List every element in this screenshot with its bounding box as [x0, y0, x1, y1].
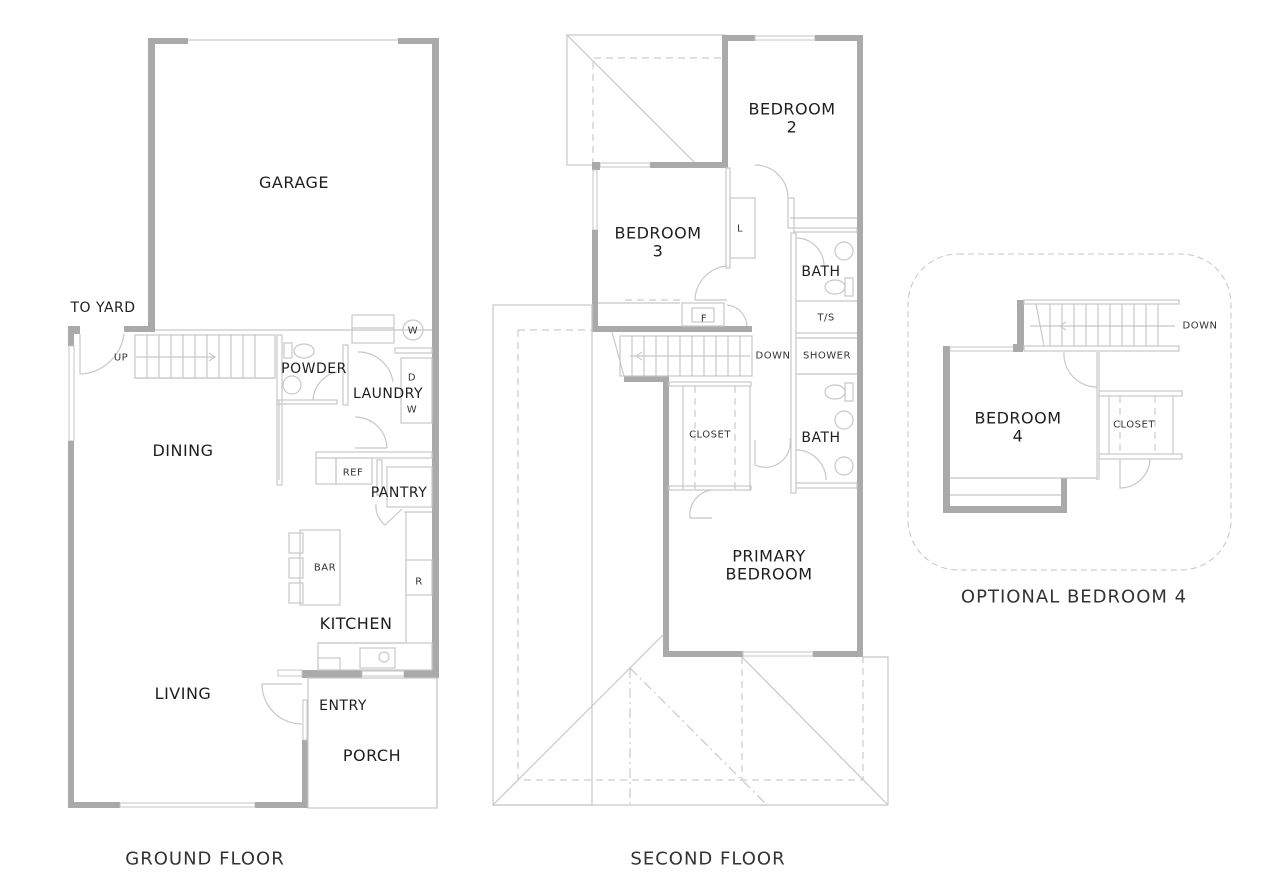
bedroom-3-line-2: 3: [652, 242, 664, 261]
primary-line-2: BEDROOM: [725, 565, 813, 584]
ground-floor-plan: [68, 38, 439, 809]
label-shower: SHOWER: [803, 350, 851, 362]
label-furnace: F: [700, 313, 708, 325]
room-label-pantry: PANTRY: [370, 484, 428, 501]
room-label-porch: PORCH: [342, 745, 402, 765]
label-washer: W: [406, 404, 418, 416]
room-label-powder: POWDER: [281, 360, 347, 377]
caption-second-floor: SECOND FLOOR: [630, 848, 786, 870]
primary-line-1: PRIMARY: [732, 546, 806, 566]
stairs-up-label: UP: [113, 352, 129, 364]
label-to-yard: TO YARD: [70, 299, 136, 316]
label-washer-circle: W: [407, 325, 419, 337]
bedroom-2-line-2: 2: [786, 118, 798, 137]
label-closet: CLOSET: [689, 429, 731, 441]
room-label-bedroom-2: BEDROOM 2: [748, 99, 836, 138]
room-label-bath-lower: BATH: [801, 429, 841, 446]
room-label-dining: DINING: [152, 440, 214, 460]
second-floor-plan: [492, 34, 889, 806]
optional-bedroom-4-plan: [907, 253, 1232, 571]
stairs-down-label-opt: DOWN: [1182, 320, 1218, 332]
label-linen: L: [736, 223, 744, 235]
label-tub-shower: T/S: [817, 312, 835, 324]
bedroom-2-line-1: BEDROOM: [748, 99, 836, 119]
label-bar: BAR: [313, 562, 337, 574]
label-closet-opt: CLOSET: [1113, 419, 1155, 431]
room-label-laundry: LAUNDRY: [352, 385, 424, 402]
bedroom-4-line-2: 4: [1012, 427, 1024, 446]
label-refrigerator: REF: [342, 467, 364, 479]
room-label-living: LIVING: [154, 683, 212, 703]
label-dryer: D: [407, 372, 417, 384]
bedroom-4-line-1: BEDROOM: [974, 408, 1062, 428]
room-label-kitchen: KITCHEN: [319, 613, 393, 633]
room-label-bath-upper: BATH: [801, 263, 841, 280]
room-label-entry: ENTRY: [319, 697, 367, 714]
room-label-garage: GARAGE: [259, 172, 329, 192]
caption-ground-floor: GROUND FLOOR: [125, 848, 285, 870]
room-label-bedroom-4: BEDROOM 4: [974, 408, 1062, 447]
stairs-down-label: DOWN: [755, 350, 791, 362]
bedroom-3-line-1: BEDROOM: [614, 223, 702, 243]
room-label-bedroom-3: BEDROOM 3: [614, 223, 702, 262]
label-range: R: [415, 576, 423, 588]
room-label-primary-bedroom: PRIMARY BEDROOM: [725, 546, 813, 585]
caption-optional-bedroom-4: OPTIONAL BEDROOM 4: [960, 586, 1188, 608]
